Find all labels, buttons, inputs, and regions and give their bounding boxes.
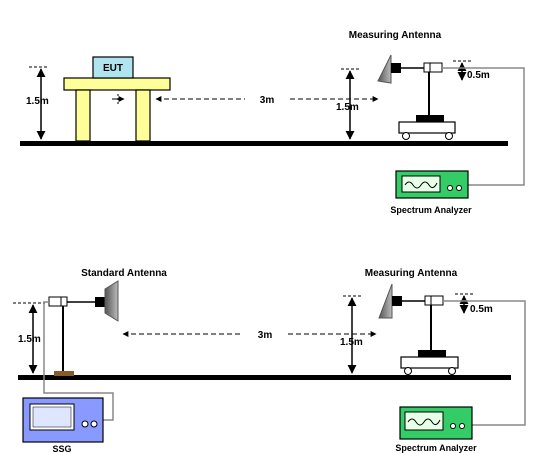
bottom-setup: Standard Antenna 1.5m 3m 1.5m [13, 268, 526, 453]
signal-generator [22, 397, 104, 443]
cable-bottom-analyzer [443, 300, 526, 426]
measuring-antenna-title-top: Measuring Antenna [349, 30, 442, 41]
antenna-height-label-top: 1.5m [336, 102, 359, 113]
distance-bottom: 3m [122, 330, 377, 341]
cable-bottom-generator [43, 301, 114, 421]
antenna-height-dimension-top: 1.5m [336, 68, 359, 140]
eut-table [63, 77, 171, 142]
antenna-mast-cart-bottom [400, 305, 459, 375]
antenna-offset-label-bottom: 0.5m [470, 304, 493, 315]
measuring-antenna-horn-top [377, 54, 443, 84]
antenna-mast-cart-top [398, 72, 456, 140]
ground-line-bottom [18, 375, 511, 380]
eut-label: EUT [103, 63, 123, 74]
distance-label-top: 3m [260, 95, 275, 106]
standard-antenna-height-label: 1.5m [18, 334, 41, 345]
measuring-antenna-title-bottom: Measuring Antenna [365, 268, 458, 279]
antenna-height-dimension-bottom: 1.5m [340, 295, 363, 374]
antenna-height-label-bottom: 1.5m [340, 337, 363, 348]
standard-antenna-horn [48, 280, 119, 376]
spectrum-analyzer-bottom [399, 406, 473, 440]
antenna-offset-label-top: 0.5m [467, 70, 490, 81]
signal-generator-label: SSG [52, 444, 71, 453]
standard-antenna-title: Standard Antenna [81, 268, 167, 279]
ground-line-top [20, 141, 508, 146]
spectrum-analyzer-label-top: Spectrum Analyzer [390, 205, 472, 215]
top-setup: EUT 1.5m 3m 1.5m Measuring Antenna [20, 30, 525, 215]
standard-antenna-height-dimension: 1.5m [13, 302, 45, 374]
spectrum-analyzer-top [395, 170, 469, 199]
distance-label-bottom: 3m [258, 330, 273, 341]
distance-top: 3m [155, 95, 379, 106]
spectrum-analyzer-label-bottom: Spectrum Analyzer [395, 443, 477, 453]
cable-top [442, 67, 525, 186]
antenna-offset-bottom: 0.5m [455, 293, 493, 315]
antenna-offset-top: 0.5m [453, 60, 490, 81]
eut-height-label: 1.5m [26, 96, 49, 107]
eut-box: EUT [92, 56, 134, 79]
measuring-antenna-horn-bottom [378, 283, 444, 319]
eut-height-dimension: 1.5m [26, 66, 49, 140]
